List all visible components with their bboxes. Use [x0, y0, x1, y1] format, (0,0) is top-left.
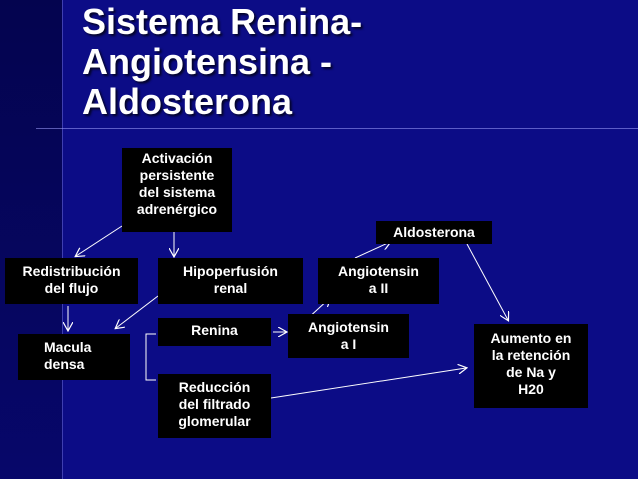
box-aumento-line-2: la retención: [491, 347, 571, 363]
box-reduccion-line-2: del filtrado: [178, 396, 251, 412]
slide-left-band: [0, 0, 62, 479]
box-angiotensina1-line-2: a I: [340, 336, 357, 352]
arrow-aldosterona-to-aumento: [466, 243, 508, 320]
box-hipoperfusion-line-1: Hipoperfusión: [183, 263, 278, 279]
arrow-hipoperfusion-to-macula: [116, 295, 159, 328]
box-redistribucion-line-1: Redistribución: [22, 263, 121, 279]
box-activacion-line-2: persistente: [139, 167, 215, 183]
slide-title: Sistema Renina- Angiotensina - Aldostero…: [82, 2, 622, 122]
arrow-reduccion-to-aumento: [270, 368, 466, 399]
box-macula-densa: Macula densa: [18, 334, 130, 380]
box-activacion-line-1: Activación: [141, 150, 213, 166]
decorative-horizontal-line: [36, 128, 638, 129]
box-renina: Renina: [158, 318, 271, 346]
box-aumento-line-1: Aumento en: [490, 330, 572, 346]
box-redistribucion-line-2: del flujo: [44, 280, 99, 296]
box-hipoperfusion-renal: Hipoperfusión renal: [158, 258, 303, 304]
decorative-vertical-line: [62, 0, 63, 479]
box-angiotensina-i: Angiotensin a I: [288, 314, 409, 358]
box-angiotensina2-line-2: a II: [368, 280, 389, 296]
title-line-2: Angiotensina -: [82, 41, 332, 82]
box-reduccion-filtrado: Reducción del filtrado glomerular: [158, 374, 271, 438]
box-renina-line-1: Renina: [191, 322, 238, 338]
arrow-activacion-to-redistribucion: [76, 225, 123, 256]
box-reduccion-line-3: glomerular: [178, 413, 251, 429]
box-angiotensina1-line-1: Angiotensin: [308, 319, 389, 335]
box-activacion-line-3: del sistema: [138, 184, 216, 200]
box-aldosterona-line-1: Aldosterona: [393, 224, 475, 240]
box-angiotensina-ii: Angiotensin a II: [318, 258, 439, 304]
box-reduccion-line-1: Reducción: [178, 379, 251, 395]
box-aumento-retencion: Aumento en la retención de Na y H20: [474, 324, 588, 408]
box-activacion-adrenergica: Activación persistente del sistema adren…: [122, 148, 232, 232]
bracket-macula-outputs: [145, 333, 156, 381]
box-angiotensina2-line-1: Angiotensin: [338, 263, 419, 279]
arrow-angiotensina2-to-aldosterona: [354, 242, 390, 259]
box-activacion-line-4: adrenérgico: [136, 201, 218, 217]
box-redistribucion-flujo: Redistribución del flujo: [5, 258, 138, 304]
box-aumento-line-4: H20: [518, 381, 544, 397]
box-macula-line-1: Macula: [44, 339, 92, 355]
box-hipoperfusion-line-2: renal: [213, 280, 248, 296]
box-macula-line-2: densa: [44, 356, 85, 372]
title-line-3: Aldosterona: [82, 81, 293, 122]
box-aumento-line-3: de Na y: [506, 364, 556, 380]
box-aldosterona: Aldosterona: [376, 221, 492, 244]
title-line-1: Sistema Renina-: [82, 1, 363, 42]
